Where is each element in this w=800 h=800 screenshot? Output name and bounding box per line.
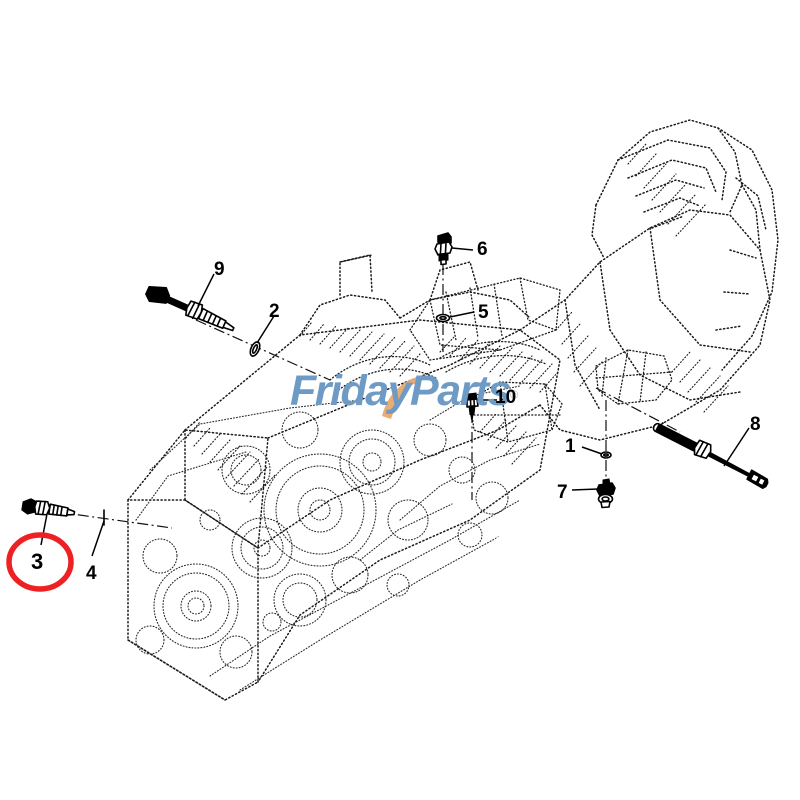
callout-number-8: 8 bbox=[750, 414, 761, 435]
part-8-temperature-sensor-probe bbox=[652, 422, 769, 489]
leader-3 bbox=[40, 513, 48, 546]
part-6-pressure-switch bbox=[434, 232, 453, 266]
part-7-pressure-sensor bbox=[596, 478, 616, 509]
centerline-3-4 bbox=[57, 511, 173, 529]
callout-number-6: 6 bbox=[477, 239, 488, 260]
leader-5 bbox=[449, 311, 475, 318]
centerline-8 bbox=[595, 387, 681, 433]
centerline-9-2 bbox=[195, 319, 331, 381]
callout-number-2: 2 bbox=[269, 301, 280, 322]
callout-number-7: 7 bbox=[557, 482, 568, 503]
part-3-temperature-switch bbox=[21, 498, 76, 517]
callout-number-5: 5 bbox=[478, 302, 489, 323]
callout-leader-lines bbox=[40, 247, 750, 557]
part-10-injector-nozzle bbox=[466, 392, 479, 422]
callout-number-10: 10 bbox=[495, 387, 517, 408]
engine-block-outline bbox=[127, 119, 779, 701]
assembly-centerlines bbox=[57, 264, 681, 529]
callout-number-4: 4 bbox=[86, 563, 97, 584]
leader-6 bbox=[451, 247, 474, 251]
leader-4 bbox=[91, 520, 105, 557]
leader-8 bbox=[723, 427, 750, 467]
part-1-washer bbox=[600, 451, 612, 459]
leader-9 bbox=[197, 273, 215, 307]
leader-7 bbox=[571, 488, 599, 491]
leader-1 bbox=[581, 446, 603, 455]
leader-2 bbox=[256, 315, 275, 344]
part-2-washer bbox=[249, 341, 261, 357]
part-5-washer bbox=[435, 313, 451, 323]
callout-number-9: 9 bbox=[214, 259, 225, 280]
callout-number-3: 3 bbox=[31, 549, 44, 574]
callout-number-1: 1 bbox=[565, 436, 576, 457]
part-9-glow-plug bbox=[145, 286, 235, 332]
